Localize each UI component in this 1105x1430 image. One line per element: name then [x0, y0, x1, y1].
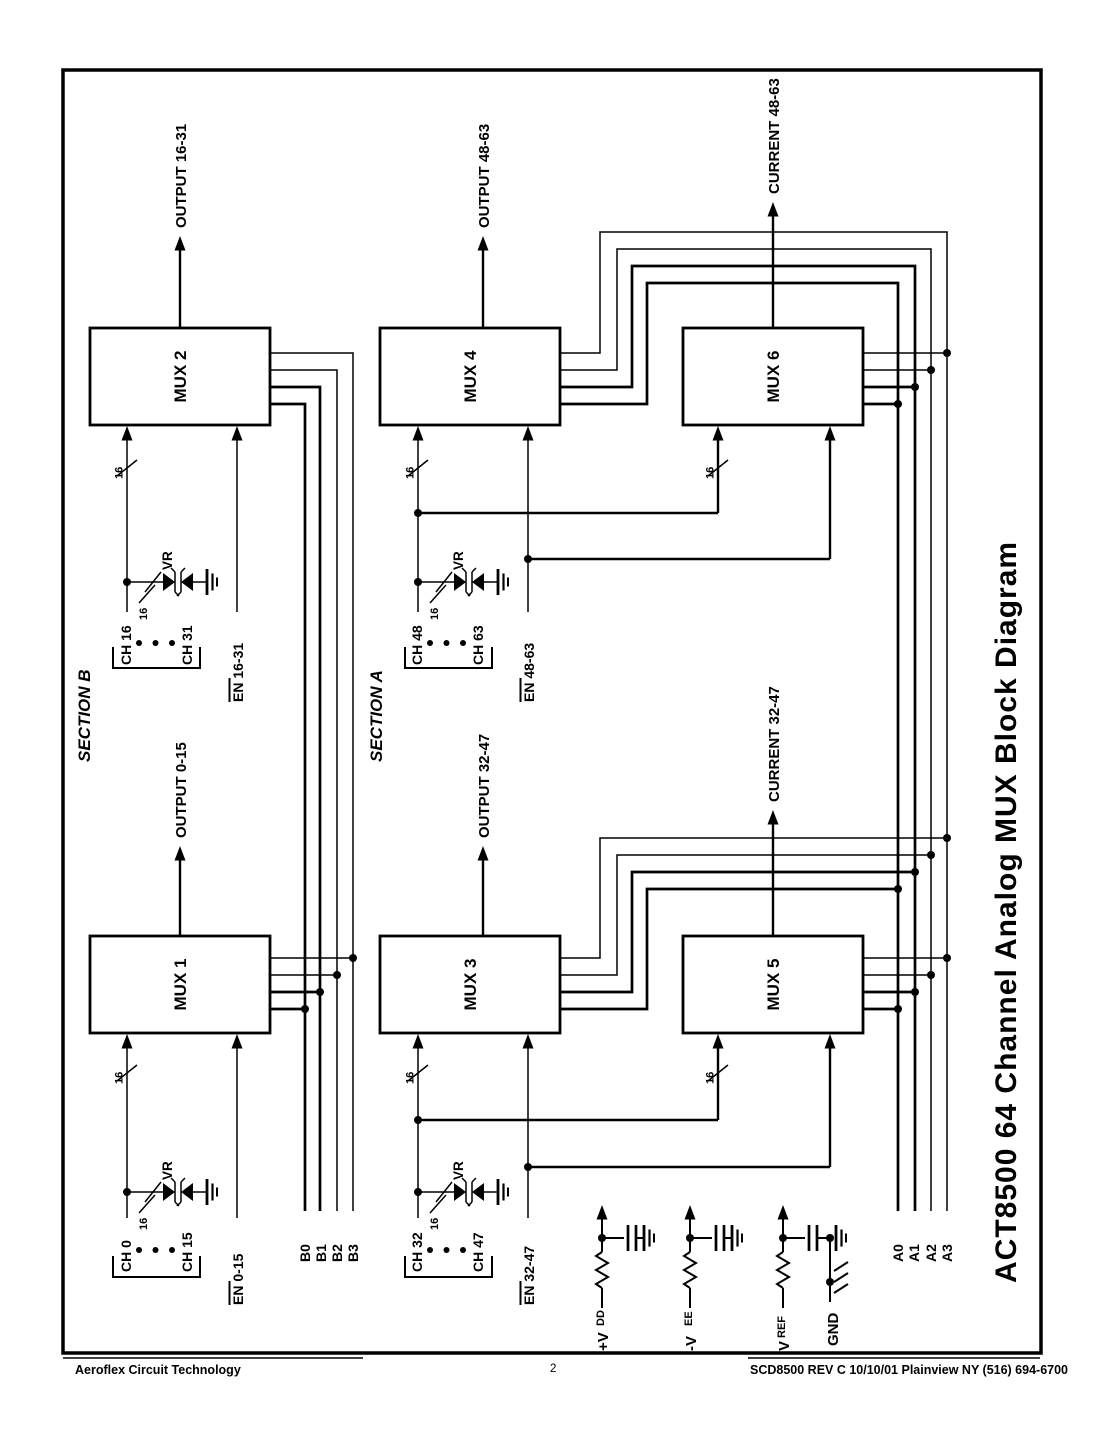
ch47-label: CH 47 [470, 1232, 486, 1272]
mux5-block: MUX 5 [681, 934, 865, 1035]
mux3-inputs: 16 VR 16 CH 32 CH 47 EN 32-47 [404, 1034, 830, 1305]
mux5-label: MUX 5 [764, 959, 783, 1011]
output-0-15-arrow: OUTPUT 0-15 [173, 742, 190, 936]
footer-page-number: 2 [550, 1363, 556, 1375]
a-bus-labels: A0 A1 A2 A3 [890, 1244, 955, 1262]
bus-width-label: 16 [705, 1072, 717, 1084]
section-b-label: SECTION B [75, 669, 94, 762]
mux4-label: MUX 4 [461, 350, 480, 403]
footer-doc-ref: SCD8500 REV C 10/10/01 Plainview NY (516… [750, 1363, 1068, 1377]
output-16-31-arrow: OUTPUT 16-31 [173, 124, 190, 328]
a1-label: A1 [906, 1244, 922, 1262]
power-pin-vdd: +V DD [595, 1205, 656, 1351]
mux1-inputs: 16 VR 16 CH 0 CH 15 EN 0-15 [112, 1034, 246, 1305]
vr-label: VR [160, 551, 175, 570]
a2-label: A2 [923, 1244, 939, 1262]
output-48-63-label: OUTPUT 48-63 [476, 124, 493, 228]
gnd-label: GND [825, 1313, 842, 1347]
bus-width-label: 16 [114, 467, 126, 479]
output-48-63-arrow: OUTPUT 48-63 [476, 124, 493, 328]
a0-label: A0 [890, 1244, 906, 1262]
output-16-31-label: OUTPUT 16-31 [173, 124, 190, 228]
vee-label: -V [683, 1336, 700, 1351]
bus-width-label: 16 [114, 1072, 126, 1084]
vr-clamp-mux1 [123, 1178, 217, 1206]
section-a-label: SECTION A [367, 670, 386, 762]
a3-label: A3 [939, 1244, 955, 1262]
vdd-subscript: DD [595, 1310, 607, 1326]
mux3-label: MUX 3 [461, 959, 480, 1011]
vref-label: V [776, 1341, 793, 1351]
vr-clamp-mux4 [414, 568, 508, 596]
footer: Aeroflex Circuit Technology 2 SCD8500 RE… [63, 1357, 1068, 1377]
chassis-ground-icon [833, 1261, 849, 1294]
bus-width-label: 16 [705, 467, 717, 479]
output-32-47-arrow: OUTPUT 32-47 [476, 734, 493, 936]
output-32-47-label: OUTPUT 32-47 [476, 734, 493, 838]
b0-label: B0 [297, 1244, 313, 1262]
mux6-label: MUX 6 [764, 351, 783, 403]
current-32-47-label: CURRENT 32-47 [766, 686, 783, 802]
mux2-label: MUX 2 [171, 351, 190, 403]
ch32-label: CH 32 [409, 1232, 425, 1272]
power-pin-vref: V REF GND [776, 1205, 849, 1351]
en-48-63-label: EN 48-63 [521, 643, 537, 702]
vr-label: VR [451, 551, 466, 570]
vref-subscript: REF [776, 1316, 788, 1338]
mux1-label: MUX 1 [171, 959, 190, 1011]
b-bus-labels: B0 B1 B2 B3 [297, 1244, 361, 1262]
ch63-label: CH 63 [470, 625, 486, 665]
b-bus-routing [270, 352, 357, 1211]
vr-clamp-mux2 [123, 568, 217, 596]
page-title: ACT8500 64 Channel Analog MUX Block Diag… [990, 541, 1023, 1283]
mux1-block: MUX 1 [88, 934, 272, 1035]
ch15-label: CH 15 [179, 1232, 195, 1272]
mux3-block: MUX 3 [378, 934, 562, 1035]
vr-label: VR [451, 1161, 466, 1180]
bus-width-label: 16 [138, 1218, 150, 1230]
bus-width-label: 16 [138, 608, 150, 620]
current-48-63-arrow: CURRENT 48-63 [766, 78, 783, 328]
mux6-block: MUX 6 [681, 326, 865, 427]
vdd-label: +V [595, 1332, 612, 1351]
bus-width-label: 16 [429, 1218, 441, 1230]
b2-label: B2 [329, 1244, 345, 1262]
en-0-15-label: EN 0-15 [230, 1253, 246, 1305]
mux4-inputs: 16 VR 16 CH 48 CH 63 EN 48-63 [404, 426, 830, 702]
bus-width-label: 16 [405, 467, 417, 479]
current-32-47-arrow: CURRENT 32-47 [766, 686, 783, 936]
vr-label: VR [160, 1161, 175, 1180]
b1-label: B1 [313, 1244, 329, 1262]
output-0-15-label: OUTPUT 0-15 [173, 742, 190, 838]
bus-width-label: 16 [405, 1072, 417, 1084]
footer-company: Aeroflex Circuit Technology [75, 1363, 241, 1377]
ch31-label: CH 31 [179, 625, 195, 665]
b3-label: B3 [345, 1244, 361, 1262]
mux2-block: MUX 2 [88, 326, 272, 427]
mux2-inputs: 16 VR 16 CH 16 CH 31 EN 16-31 [112, 426, 246, 702]
ch0-label: CH 0 [118, 1240, 134, 1272]
bus-width-label: 16 [429, 608, 441, 620]
diagram-border [61, 68, 1043, 1355]
vr-clamp-mux3 [414, 1178, 508, 1206]
current-48-63-label: CURRENT 48-63 [766, 78, 783, 194]
mux4-block: MUX 4 [378, 326, 562, 427]
en-32-47-label: EN 32-47 [521, 1246, 537, 1305]
mux5-inputs: 16 [705, 1034, 836, 1167]
vee-subscript: EE [683, 1311, 695, 1326]
mux6-inputs: 16 [705, 426, 836, 559]
power-pin-vee: -V EE [683, 1205, 744, 1351]
ch16-label: CH 16 [118, 625, 134, 665]
en-16-31-label: EN 16-31 [230, 643, 246, 702]
ch48-label: CH 48 [409, 625, 425, 665]
